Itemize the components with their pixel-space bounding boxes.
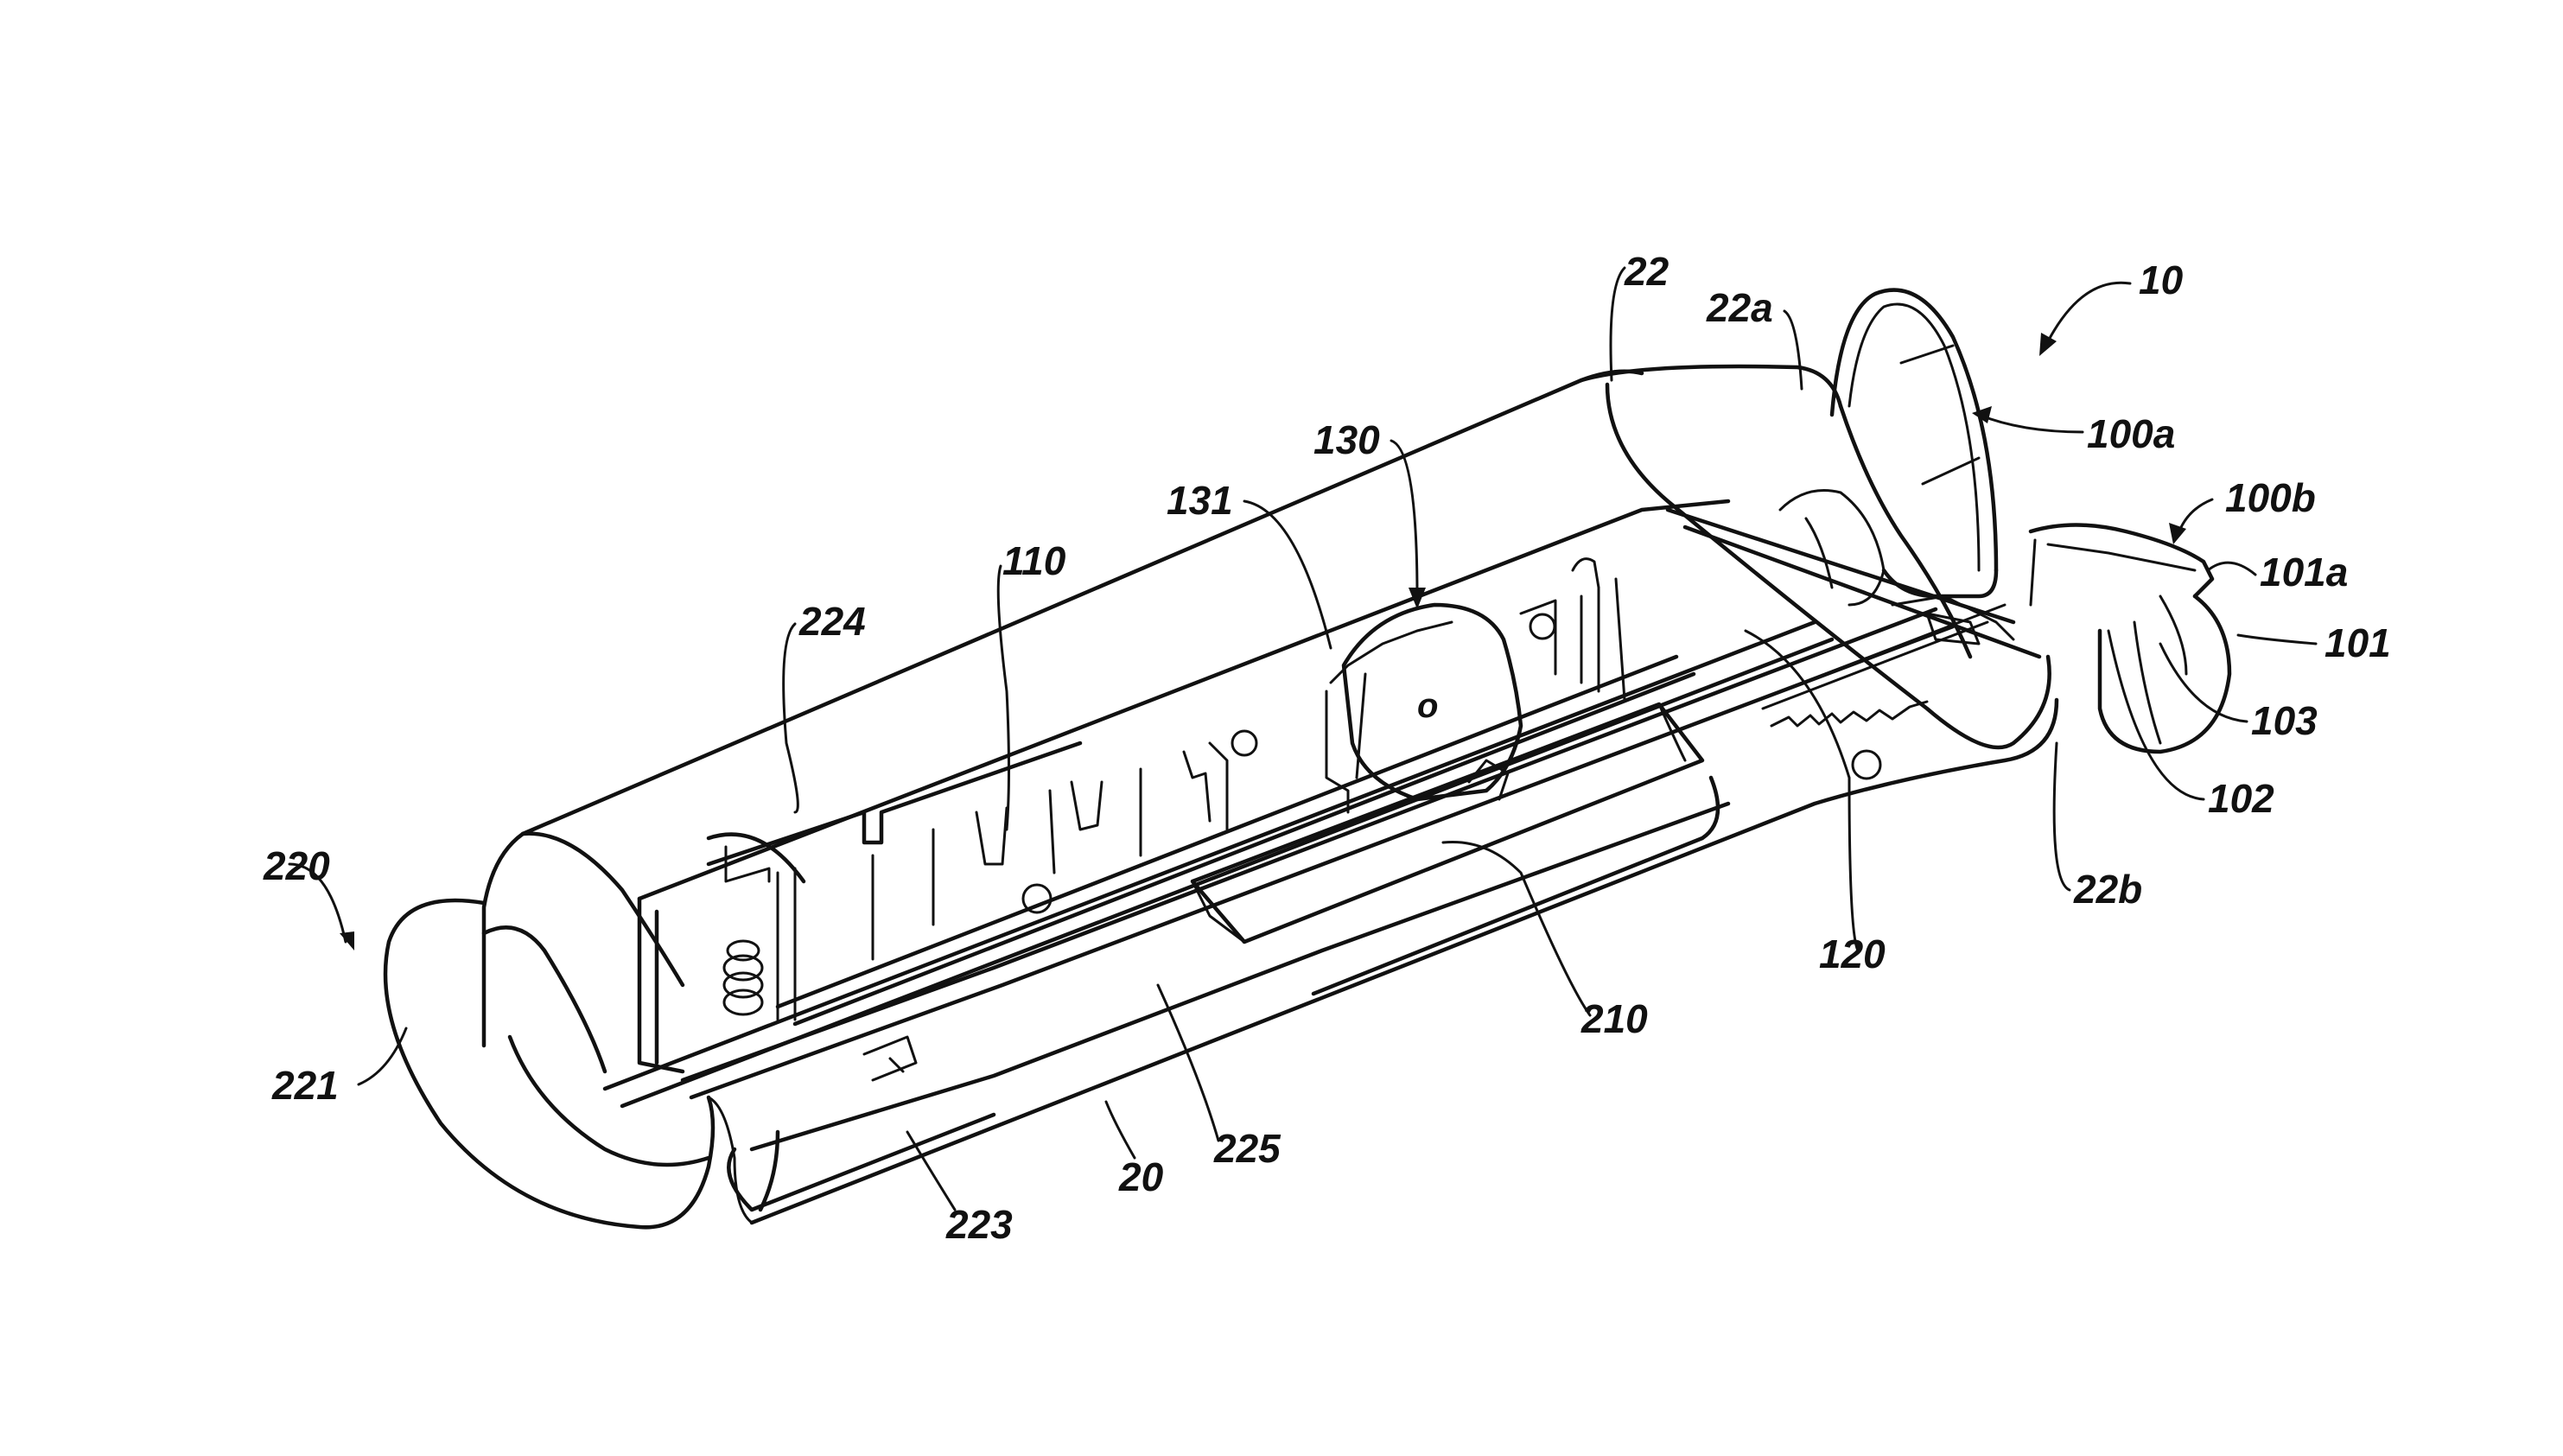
screw: [1529, 613, 1556, 640]
label-223: 223: [945, 1202, 1013, 1247]
cap-100b: [2028, 523, 2232, 754]
leader-lines: [288, 266, 2318, 1211]
label-22b: 22b: [2073, 867, 2142, 912]
label-130: 130: [1313, 417, 1380, 462]
label-220: 220: [263, 843, 330, 888]
housing-outline: [383, 364, 2059, 1230]
label-10: 10: [2139, 258, 2184, 302]
label-210: 210: [1580, 996, 1648, 1041]
label-101a: 101a: [2260, 550, 2348, 594]
screw: [1851, 749, 1882, 780]
window-slot: [1190, 702, 1720, 996]
label-100a: 100a: [2087, 411, 2175, 456]
reference-labels: 10 22 22a 100a 100b 101a 101 103 102 22b…: [263, 249, 2391, 1247]
label-225: 225: [1213, 1126, 1282, 1171]
label-100b: 100b: [2225, 475, 2316, 520]
label-101: 101: [2325, 620, 2391, 665]
label-22: 22: [1624, 249, 1669, 294]
label-131: 131: [1167, 478, 1233, 523]
label-103: 103: [2251, 698, 2318, 743]
label-102: 102: [2208, 776, 2274, 821]
cap-100a: [1829, 288, 1999, 599]
label-110: 110: [1002, 538, 1066, 583]
label-221: 221: [271, 1063, 339, 1108]
label-20: 20: [1118, 1154, 1164, 1199]
front-mechanism: [1665, 489, 2042, 728]
spring: [722, 939, 764, 1016]
label-120: 120: [1819, 931, 1886, 976]
screw: [1231, 729, 1258, 757]
rotary-dial: [1325, 557, 1626, 814]
label-22a: 22a: [1706, 285, 1773, 330]
dial-center-mark: o: [1417, 687, 1438, 725]
label-224: 224: [798, 599, 866, 644]
